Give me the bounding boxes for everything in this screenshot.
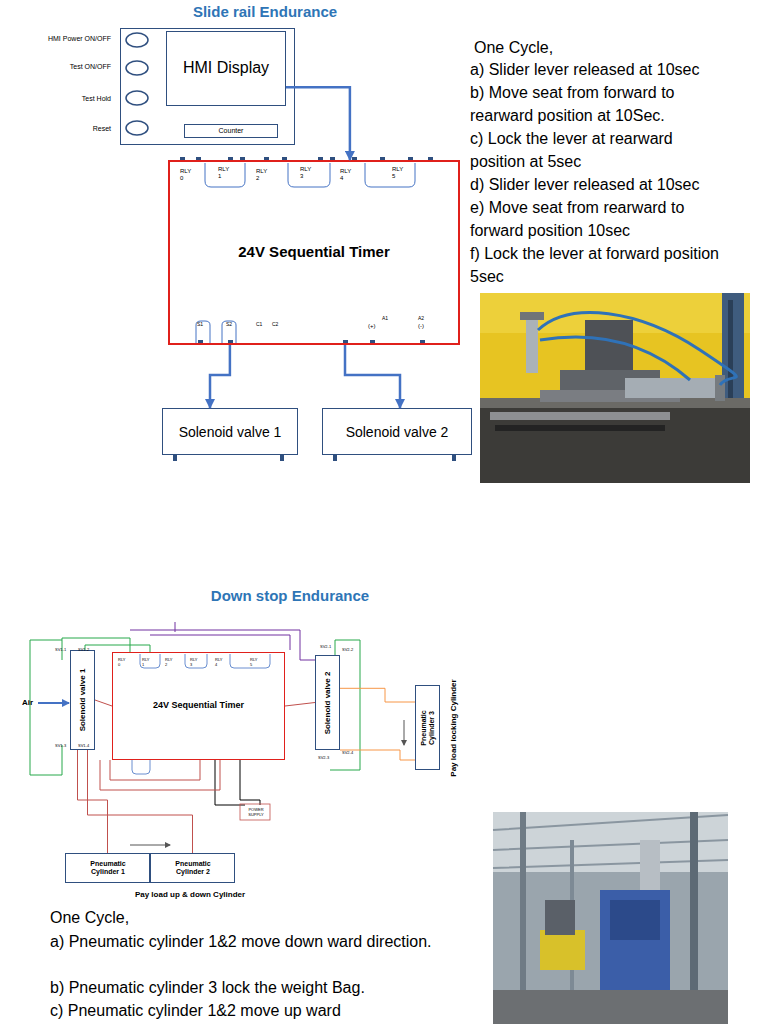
label-text: POWER SUPPLY (244, 807, 268, 817)
label-text: c) Pneumatic cylinder 1&2 move up ward (50, 999, 452, 1022)
connector-line (78, 750, 108, 853)
label-text: SV2-1 (320, 645, 342, 650)
signal-wires (30, 622, 415, 805)
valve-box: Solenoid valve 1 (162, 408, 298, 455)
label-text: One Cycle, (474, 36, 734, 59)
valve-box: Solenoid valve 2 (315, 655, 340, 750)
label-text: b) Move seat from forward to rearward po… (470, 81, 728, 127)
valve-box: Solenoid valve 1 (70, 650, 95, 750)
node-text: HMI Display (167, 59, 285, 77)
connector-line (286, 87, 350, 160)
node-text: Test ON/OFF (31, 63, 111, 71)
push-buttons (126, 33, 148, 135)
label-text: SV1-1 (55, 648, 77, 653)
motion-arrow (404, 720, 405, 745)
label-text: RLY 1 (218, 166, 228, 180)
label-text: e) Move seat from rearward to forward po… (470, 196, 728, 242)
label-text: SV2-3 (318, 756, 340, 761)
label-text: A2 (418, 316, 430, 322)
node-text: 24V Sequential Timer (170, 243, 458, 260)
label-text: SV1-2 (78, 648, 100, 653)
connector-line (88, 750, 193, 853)
air-inlet-arrow (38, 702, 69, 704)
node-text: Solenoid valve 1 (163, 424, 297, 440)
label-text: Pay load up & down Cylinder (100, 890, 280, 899)
label-text: RLY 3 (190, 657, 198, 667)
label-text: C1 (256, 322, 268, 328)
test-rig-photo (480, 293, 750, 483)
label-text: Down stop Endurance (180, 587, 400, 604)
cylinder-box: Pneumatic Cylinder 1 (65, 853, 150, 883)
label-text: S1 (197, 322, 209, 328)
power-supply-box (240, 804, 270, 820)
label-text: RLY 2 (256, 168, 266, 182)
label-text: d) Slider lever released at 10sec (470, 173, 728, 196)
label-text: S2 (226, 322, 238, 328)
label-text: SV2-4 (342, 751, 364, 756)
node-text: Pneumatic Cylinder 3 (419, 698, 435, 758)
connector-line (210, 345, 230, 408)
diagram-title: Slide rail Endurance (150, 3, 380, 20)
label-text: SV1-4 (78, 744, 100, 749)
node-text: Pneumatic Cylinder 2 (168, 860, 218, 876)
node-text: HMI Power ON/OFF (31, 35, 111, 43)
test-rig-photo (493, 812, 728, 1024)
label-text: One Cycle, (50, 906, 250, 929)
counter-box: Counter (184, 124, 278, 138)
connector-line (345, 345, 400, 408)
node-text: Test Hold (31, 95, 111, 103)
node-text: Solenoid valve 2 (323, 424, 471, 440)
valve-box: Solenoid valve 2 (322, 408, 472, 455)
label-text: RLY 3 (300, 166, 310, 180)
label-text: a) Pneumatic cylinder 1&2 move down ward… (50, 930, 432, 953)
node-text: 24V Sequential Timer (113, 700, 284, 710)
timer-box: 24V Sequential Timer (168, 160, 460, 345)
label-text: RLY 5 (250, 657, 258, 667)
label-text: SV2-2 (342, 648, 364, 653)
node-text: Reset (31, 125, 111, 133)
label-text: RLY 4 (215, 657, 223, 667)
label-text: Air (22, 698, 42, 707)
cylinder-box: Pneumatic Cylinder 3Pay load locking Cyl… (415, 685, 440, 770)
label-text: A1 (382, 316, 394, 322)
connector-line (340, 688, 415, 702)
node-text: Solenoid valve 1 (78, 665, 87, 735)
label-text: SV1-3 (55, 744, 77, 749)
timer-box: 24V Sequential Timer (112, 652, 285, 760)
label-text: b) Pneumatic cylinder 3 lock the weight … (50, 976, 452, 999)
relay-symbols (132, 654, 270, 774)
label-text: RLY 5 (392, 166, 402, 180)
display-box: HMI Display (166, 31, 286, 106)
label-text: f) Lock the lever at forward position 5s… (470, 242, 728, 288)
label-text: RLY 0 (180, 168, 190, 182)
label-text: RLY 1 (142, 657, 150, 667)
label-text: (+) (368, 323, 382, 330)
motion-arrow (130, 845, 170, 846)
label-text: RLY 0 (118, 657, 126, 667)
label-text: a) Slider lever released at 10sec (470, 58, 728, 81)
label-text: RLY 2 (165, 657, 173, 667)
label-text: c) Lock the lever at rearward position a… (470, 127, 728, 173)
node-text: Counter (185, 127, 277, 135)
node-text: Pay load locking Cylinder (449, 668, 458, 788)
cylinder-box: Pneumatic Cylinder 2 (150, 853, 235, 883)
connector-line (285, 703, 315, 707)
label-text: RLY 4 (340, 168, 350, 182)
node-text: Solenoid valve 2 (323, 668, 332, 738)
label-text: (-) (418, 323, 432, 330)
node-text: Pneumatic Cylinder 1 (83, 860, 133, 876)
connector-line (95, 700, 112, 706)
hmi-panel: HMI Power ON/OFFTest ON/OFFTest HoldRese… (120, 28, 295, 145)
label-text: C2 (272, 322, 284, 328)
